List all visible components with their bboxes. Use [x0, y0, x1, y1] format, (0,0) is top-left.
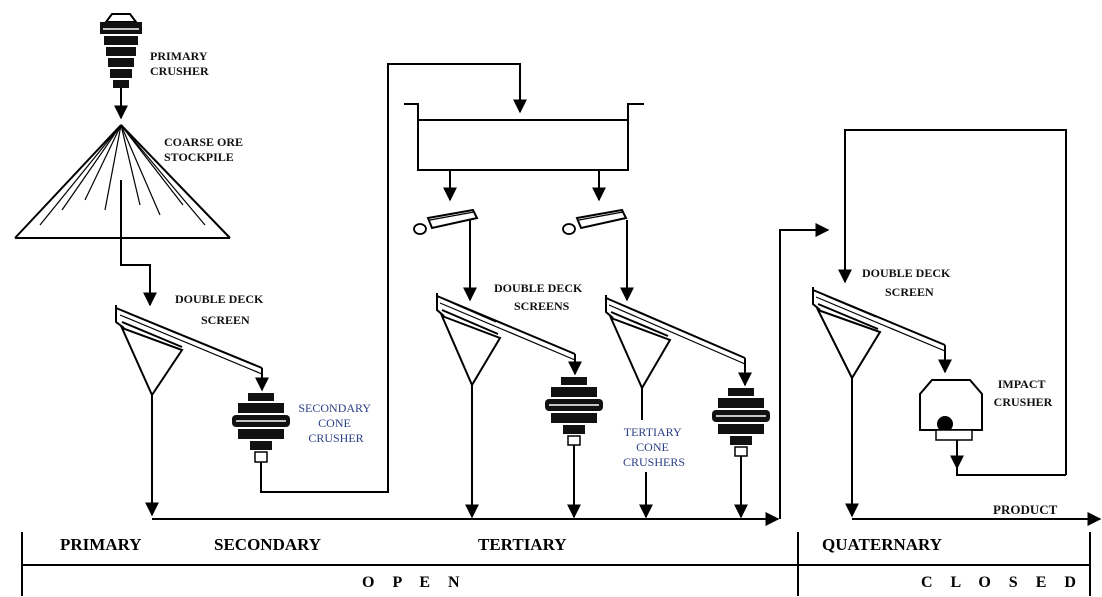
impact-crusher-discharge	[956, 440, 1066, 476]
screen-4-icon	[812, 287, 946, 381]
impact-crusher-label: IMPACT CRUSHER	[994, 377, 1053, 409]
secondary-product-conveyor	[260, 63, 527, 493]
tertiary-crushers-label: TERTIARY CONE CRUSHERS	[623, 425, 685, 469]
screen-2-icon	[436, 293, 576, 388]
feeder-right-icon	[562, 208, 628, 235]
tertiary-cone-crusher-1-icon	[545, 377, 603, 446]
feeder-left-icon	[413, 208, 479, 235]
stockpile-label: COARSE ORE STOCKPILE	[164, 135, 246, 164]
circuit-open-label: O P E N	[362, 574, 467, 591]
impact-crusher-icon	[919, 379, 983, 441]
feed-to-screen-1	[120, 180, 157, 307]
screen-4-label: DOUBLE DECK SCREEN	[862, 266, 953, 299]
secondary-cone-crusher-icon	[232, 393, 290, 463]
screen-1-icon	[115, 305, 263, 398]
stockpile-icon	[14, 124, 231, 239]
product-label: PRODUCT	[993, 502, 1058, 517]
primary-crusher-label: PRIMARY CRUSHER	[150, 49, 210, 78]
stage-quaternary: QUATERNARY	[822, 535, 942, 554]
stage-primary: PRIMARY	[60, 535, 142, 554]
tertiary-screens-label: DOUBLE DECK SCREENS	[494, 281, 585, 313]
circuit-closed-label: C L O S E D	[921, 574, 1083, 591]
stage-tertiary: TERTIARY	[478, 535, 567, 554]
stage-axis	[21, 532, 1091, 596]
recirculating-load	[838, 129, 1067, 475]
surge-bin-icon	[404, 103, 644, 171]
screen-3-icon	[605, 295, 746, 391]
screen-1-label: DOUBLE DECK SCREEN	[175, 292, 266, 327]
feed-to-quaternary	[779, 223, 830, 519]
tertiary-cone-crusher-2-icon	[712, 388, 770, 457]
primary-crusher-icon	[100, 13, 142, 88]
stage-secondary: SECONDARY	[214, 535, 321, 554]
secondary-crusher-label: SECONDARY CONE CRUSHER	[298, 401, 373, 445]
